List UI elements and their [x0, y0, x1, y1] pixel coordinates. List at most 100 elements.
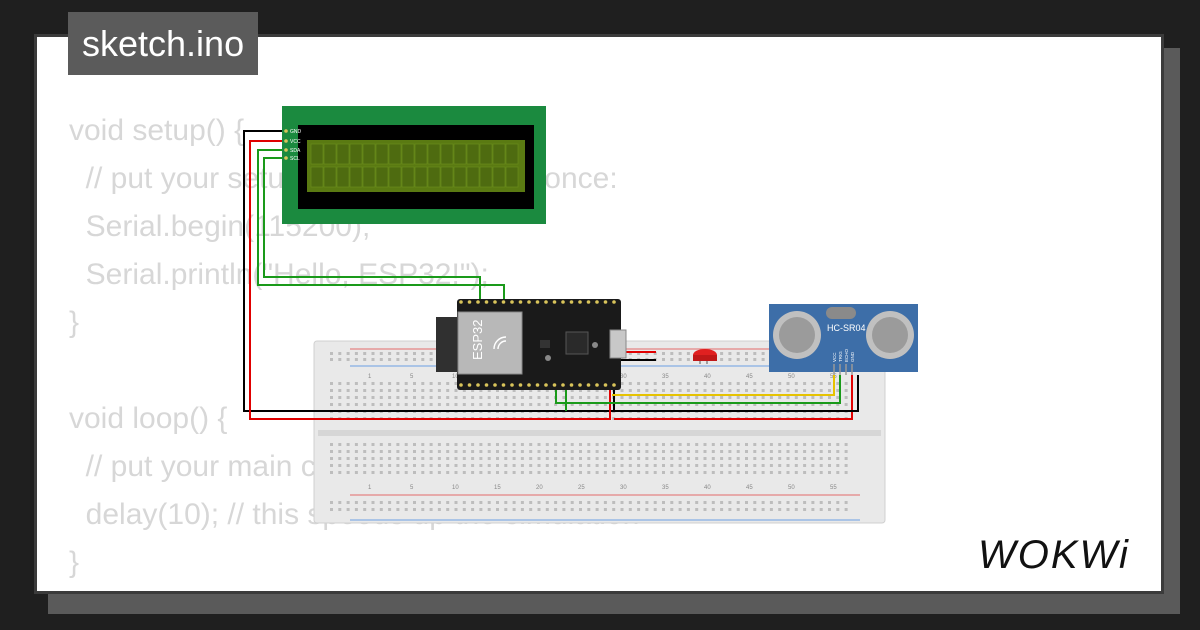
breadboard-hole [811, 450, 815, 453]
breadboard-hole [803, 389, 807, 392]
breadboard-hole [437, 396, 441, 399]
breadboard-hole [363, 389, 367, 392]
ultrasonic-sensor[interactable]: HC-SR04 VCC TRIG ECHO GND [769, 304, 918, 375]
breadboard-hole [603, 464, 607, 467]
code-line: } [69, 546, 80, 579]
breadboard-hole [437, 464, 441, 467]
breadboard-hole [811, 471, 815, 474]
led[interactable] [693, 349, 717, 364]
esp32-pin [612, 300, 616, 304]
breadboard-hole [828, 508, 831, 511]
file-name-tab[interactable]: sketch.ino [68, 12, 259, 75]
breadboard-hole [761, 358, 765, 361]
breadboard-hole [570, 471, 574, 474]
breadboard-hole [479, 457, 483, 460]
breadboard-hole [454, 403, 458, 406]
breadboard-hole [479, 464, 483, 467]
breadboard-hole [462, 403, 466, 406]
breadboard-hole [637, 457, 641, 460]
breadboard-hole [720, 389, 724, 392]
breadboard-hole [413, 501, 416, 504]
breadboard-hole [346, 450, 350, 453]
breadboard-hole [794, 508, 798, 511]
breadboard-hole [330, 464, 333, 467]
breadboard-hole [396, 358, 400, 361]
breadboard-hole [844, 403, 848, 406]
breadboard-hole [645, 389, 649, 392]
breadboard-hole [819, 508, 823, 511]
breadboard-hole [728, 389, 732, 392]
breadboard-hole [354, 501, 358, 504]
breadboard-hole [728, 403, 732, 406]
esp32-pin [595, 383, 599, 387]
breadboard-hole [728, 508, 732, 511]
breadboard-hole [537, 471, 541, 474]
breadboard-hole [371, 358, 375, 361]
esp32-pin [518, 300, 523, 304]
breadboard-hole [595, 403, 599, 406]
breadboard-hole [354, 508, 358, 511]
breadboard-hole [371, 382, 375, 385]
wire-green [555, 375, 841, 404]
breadboard-hole [753, 450, 757, 453]
breadboard-hole [653, 471, 657, 474]
breadboard-hole [446, 508, 450, 511]
breadboard-hole [645, 450, 649, 453]
breadboard-hole [736, 464, 740, 467]
breadboard-hole [537, 457, 541, 460]
breadboard-hole [670, 501, 674, 504]
breadboard-hole [562, 450, 566, 453]
breadboard-hole [413, 403, 416, 406]
breadboard-hole [388, 382, 392, 385]
breadboard-hole [595, 443, 599, 446]
breadboard-hole [844, 443, 848, 446]
breadboard-hole [678, 450, 682, 453]
breadboard-hole [803, 403, 807, 406]
breadboard-hole [745, 389, 748, 392]
breadboard-hole [836, 396, 840, 399]
breadboard-hole [354, 443, 358, 446]
breadboard-hole [678, 389, 682, 392]
esp32-board[interactable]: ESP32 [436, 299, 627, 390]
breadboard-hole [819, 443, 823, 446]
breadboard-hole [662, 358, 665, 361]
breadboard-hole [662, 501, 665, 504]
breadboard-hole [828, 501, 831, 504]
breadboard-hole [429, 457, 433, 460]
breadboard-hole [803, 457, 807, 460]
breadboard-hole [354, 403, 358, 406]
breadboard-hole [346, 403, 350, 406]
breadboard-hole [695, 403, 699, 406]
breadboard-hole [753, 464, 757, 467]
breadboard-hole [637, 450, 641, 453]
breadboard-hole [429, 382, 433, 385]
breadboard-hole [678, 382, 682, 385]
breadboard-hole [537, 403, 541, 406]
breadboard-hole [396, 403, 400, 406]
breadboard-hole [786, 508, 790, 511]
breadboard-hole [487, 450, 491, 453]
esp32-pin [518, 383, 523, 387]
breadboard-hole [496, 464, 499, 467]
breadboard-hole [778, 471, 782, 474]
breadboard-hole [711, 501, 715, 504]
breadboard-hole [554, 501, 558, 504]
breadboard-hole [570, 501, 574, 504]
breadboard-hole [753, 508, 757, 511]
breadboard-hole [404, 389, 408, 392]
breadboard-hole [670, 389, 674, 392]
breadboard-hole [703, 403, 707, 406]
breadboard-hole [736, 352, 740, 355]
breadboard-hole [686, 501, 690, 504]
breadboard-hole [761, 389, 765, 392]
breadboard-hole [662, 464, 665, 467]
breadboard-hole [545, 464, 549, 467]
breadboard-hole [587, 443, 591, 446]
lcd-display[interactable]: GND VCC SDA SCL [282, 106, 546, 224]
breadboard-hole [844, 508, 848, 511]
breadboard-hole [520, 396, 524, 399]
breadboard-hole [836, 443, 840, 446]
breadboard-hole [388, 464, 392, 467]
breadboard-hole [338, 396, 342, 399]
breadboard-hole [686, 508, 690, 511]
